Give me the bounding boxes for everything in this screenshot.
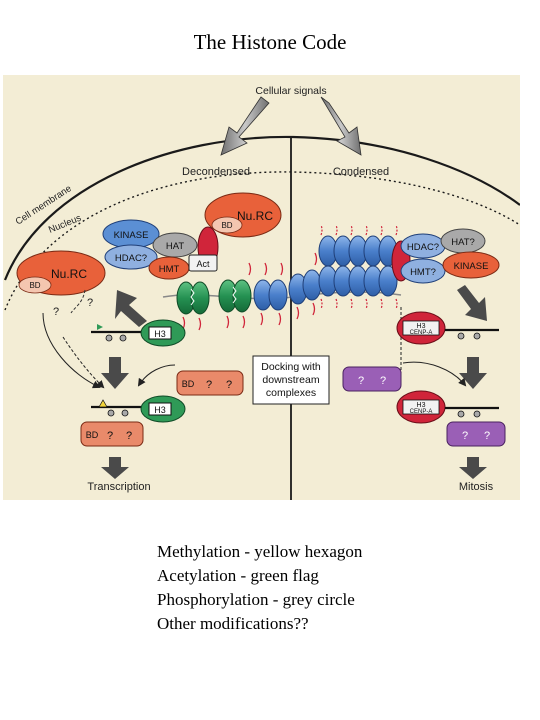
question-mark-1: ? xyxy=(87,297,93,309)
question-mark-2: ? xyxy=(53,306,59,318)
hat-left-label: HAT xyxy=(166,241,184,252)
question-mark-10: ? xyxy=(484,430,490,442)
kinase-left-label: KINASE xyxy=(114,230,149,241)
cenp-a-label-1: CENP-A xyxy=(410,330,433,336)
curved-arrow-2 xyxy=(62,336,105,389)
dashed-connector-1 xyxy=(70,289,86,314)
signal-arrow-left xyxy=(220,96,270,156)
question-mark-5: ? xyxy=(107,430,113,442)
cenp-a-label-2: CENP-A xyxy=(410,409,433,415)
hat-right-label: HAT? xyxy=(451,237,475,248)
down-arrow-right-3 xyxy=(459,457,487,479)
curved-arrow-3 xyxy=(137,364,176,387)
mitosis-label: Mitosis xyxy=(459,481,494,493)
nurc-left-label: Nu.RC xyxy=(51,267,87,281)
bd-left-label: BD xyxy=(29,281,40,290)
legend-phosphorylation: Phosphorylation - grey circle xyxy=(157,590,355,609)
modification-legend: Methylation - yellow hexagon Acetylation… xyxy=(157,540,362,636)
bd-top-label: BD xyxy=(221,221,232,230)
signal-arrow-right xyxy=(320,96,362,156)
curved-arrow-1 xyxy=(42,312,101,389)
right-modifier-complex: HDAC? HAT? HMT? KINASE xyxy=(391,228,500,284)
h3-label-right-1: H3 xyxy=(417,323,426,330)
curved-arrow-4 xyxy=(402,361,467,387)
question-mark-4: ? xyxy=(226,379,232,391)
docking-line-2: downstream xyxy=(262,374,319,386)
docking-box: Docking with downstream complexes xyxy=(252,355,330,405)
kinase-complex: KINASE HDAC? HAT HMT Act xyxy=(102,219,219,280)
bd-bottom-label: BD xyxy=(86,430,99,440)
cell-membrane-arc xyxy=(3,135,520,281)
nurc-complex-left: Nu.RC BD xyxy=(16,250,106,296)
docking-line-3: complexes xyxy=(266,387,316,399)
nurc-top-label: Nu.RC xyxy=(237,209,273,223)
condensed-label: Condensed xyxy=(333,166,389,178)
h3-label-left-2: H3 xyxy=(154,405,166,415)
histone-code-diagram: Cellular signals Cell membrane Nucleus D… xyxy=(3,75,520,500)
h3-label-right-2: H3 xyxy=(417,402,426,409)
cellular-signals-label: Cellular signals xyxy=(255,85,326,97)
h3-tail-left-lower: H3 xyxy=(91,395,186,423)
hdac-right-label: HDAC? xyxy=(407,242,439,253)
chromatin-fiber xyxy=(162,224,402,331)
question-mark-9: ? xyxy=(462,430,468,442)
h3-label-left-1: H3 xyxy=(154,329,166,339)
nurc-complex-top: Nu.RC BD xyxy=(204,192,282,238)
bd-middle-label: BD xyxy=(182,379,195,389)
down-arrow-left-2 xyxy=(101,357,129,389)
down-arrow-left-1 xyxy=(115,290,147,327)
down-arrow-right-1 xyxy=(457,285,487,321)
legend-other: Other modifications?? xyxy=(157,614,309,633)
cenp-a-tail-lower: H3 CENP-A xyxy=(396,390,499,424)
docking-line-1: Docking with xyxy=(261,361,321,373)
act-label: Act xyxy=(196,259,210,269)
purple-complex-bottom: ? ? xyxy=(446,421,506,447)
hmt-left-label: HMT xyxy=(159,264,180,275)
decondensed-label: Decondensed xyxy=(182,166,250,178)
hdac-left-label: HDAC? xyxy=(115,253,147,264)
legend-methylation: Methylation - yellow hexagon xyxy=(157,542,363,561)
purple-complex-middle: ? ? xyxy=(342,366,402,392)
page-title: The Histone Code xyxy=(193,30,347,54)
question-mark-8: ? xyxy=(380,375,386,387)
question-mark-6: ? xyxy=(126,430,132,442)
cenp-a-tail-upper: H3 CENP-A xyxy=(396,311,499,345)
h3-tail-left-upper: H3 xyxy=(91,319,186,347)
question-mark-3: ? xyxy=(206,379,212,391)
bd-complex-middle: BD ? ? xyxy=(176,370,244,396)
bd-complex-bottom: BD ? ? xyxy=(80,421,144,447)
kinase-right-label: KINASE xyxy=(454,261,489,272)
question-mark-7: ? xyxy=(358,375,364,387)
transcription-label: Transcription xyxy=(87,481,150,493)
down-arrow-left-3 xyxy=(101,457,129,479)
hmt-right-label: HMT? xyxy=(410,267,436,278)
legend-acetylation: Acetylation - green flag xyxy=(157,566,319,585)
